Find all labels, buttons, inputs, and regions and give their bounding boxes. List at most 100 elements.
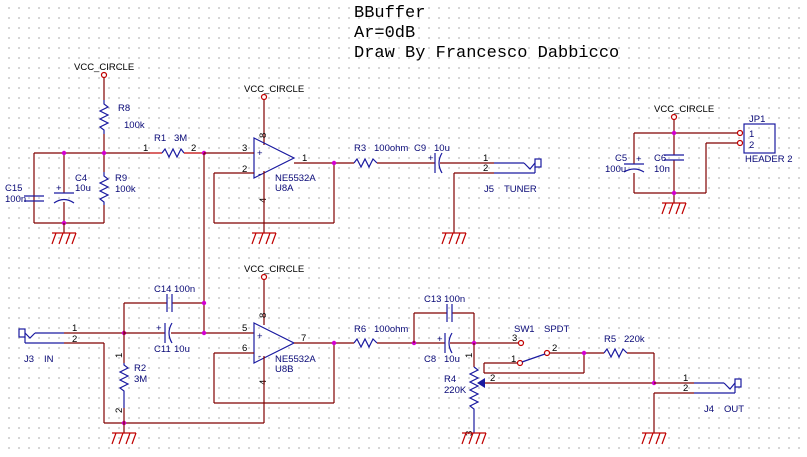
sw1-value: SPDT xyxy=(544,324,570,335)
c5-value: 100u xyxy=(605,164,626,175)
c8-value: 10u xyxy=(444,354,460,365)
capacitor-c13[interactable]: C13 100n xyxy=(424,294,465,322)
c14-ref: C14 xyxy=(154,284,171,295)
c11-ref: C11 xyxy=(154,344,171,355)
r8-value: 100k xyxy=(124,120,145,131)
c15-ref: C15 xyxy=(5,183,22,194)
resistor-r6[interactable]: R6 100ohm xyxy=(353,324,408,349)
capacitor-c11[interactable]: + C11 10u xyxy=(154,322,190,355)
junction-dot xyxy=(201,330,207,336)
header-body-icon xyxy=(743,123,776,154)
opamp-u8a[interactable]: + - NE5532A U8A 3 2 1 8 4 xyxy=(242,133,316,203)
resistor-r9[interactable]: R9 100k xyxy=(98,172,136,205)
resistor-r1[interactable]: R1 3M 1 2 xyxy=(143,133,204,159)
polarity-plus-icon: + xyxy=(437,334,443,345)
vcc-circle-icon xyxy=(100,71,108,79)
c13-ref: C13 xyxy=(424,294,441,305)
vcc-label: VCC_CIRCLE xyxy=(244,264,304,275)
resistor-zigzag-icon xyxy=(603,347,628,359)
r1-ref: R1 xyxy=(154,133,166,144)
vcc-port-u8b: VCC_CIRCLE xyxy=(244,264,304,281)
capacitor-c15[interactable]: C15 100n xyxy=(5,183,44,205)
opamp-u8b[interactable]: + - NE5532A U8B 5 6 7 8 4 xyxy=(242,313,316,385)
junction-dot xyxy=(201,300,207,306)
c13-value: 100n xyxy=(444,294,465,305)
potentiometer-r4[interactable]: R4 220K 1 2 3 xyxy=(444,353,495,436)
capacitor-c9[interactable]: + C9 10u xyxy=(414,143,450,174)
resistor-r3[interactable]: R3 100ohm xyxy=(353,143,408,169)
u8b-part: NE5532A xyxy=(275,354,316,365)
jp1-pin2: 2 xyxy=(749,140,754,151)
vcc-circle-icon xyxy=(670,113,678,121)
capacitor-c4[interactable]: + C4 10u xyxy=(53,173,91,204)
jack-sleeve-icon xyxy=(734,378,742,388)
u8a-pin-out: 1 xyxy=(302,153,307,164)
ground-icon xyxy=(461,432,487,445)
u8b-ref: U8B xyxy=(275,364,293,375)
r4-ref: R4 xyxy=(444,374,456,385)
r1-pin2: 2 xyxy=(191,143,196,154)
vcc-label: VCC_CIRCLE xyxy=(654,104,714,115)
vcc-port-u8a: VCC_CIRCLE xyxy=(244,84,304,101)
jp1-ref: JP1 xyxy=(749,114,765,125)
vcc-port-bias: VCC_CIRCLE xyxy=(74,62,134,79)
jack-j4[interactable]: 1 2 J4 OUT xyxy=(683,373,744,415)
r2-pin2: 2 xyxy=(114,408,125,413)
capacitor-c6[interactable]: C6 10n xyxy=(654,153,684,175)
resistor-zigzag-icon xyxy=(468,366,480,433)
c4-ref: C4 xyxy=(75,173,87,184)
title-line-1: BBuffer xyxy=(354,4,426,23)
j5-pin2: 2 xyxy=(483,163,488,174)
junction-dot xyxy=(61,150,67,156)
opamp-triangle-icon xyxy=(253,322,296,364)
r5-value: 220k xyxy=(624,334,645,345)
capacitor-c14[interactable]: C14 100n xyxy=(154,284,195,312)
u8a-ref: U8A xyxy=(275,183,294,194)
r3-value: 100ohm xyxy=(374,143,408,154)
c9-value: 10u xyxy=(434,143,450,154)
c9-ref: C9 xyxy=(414,143,426,154)
vcc-circle-icon xyxy=(260,273,268,281)
opamp-triangle-icon xyxy=(253,137,296,179)
polarity-plus-icon: + xyxy=(156,323,162,334)
u8a-pin-vcc: 8 xyxy=(258,133,269,138)
resistor-r5[interactable]: R5 220k xyxy=(603,334,645,359)
ground-icon xyxy=(641,432,667,445)
capacitor-c8[interactable]: + C8 10u xyxy=(424,332,460,365)
minus-input-icon: - xyxy=(258,351,261,362)
junction-dot xyxy=(671,190,677,196)
switch-contact-icon xyxy=(543,349,551,357)
c5-ref: C5 xyxy=(615,153,627,164)
resistor-zigzag-icon xyxy=(353,157,378,169)
c14-value: 100n xyxy=(174,284,195,295)
jack-j5[interactable]: 1 2 J5 TUNER xyxy=(483,153,542,195)
j4-pin2: 2 xyxy=(683,383,688,394)
switch-contact-icon xyxy=(516,359,524,367)
switch-contact-icon xyxy=(517,339,525,347)
c6-value: 10n xyxy=(654,164,670,175)
sw1-ref: SW1 xyxy=(514,324,535,335)
r2-value: 3M xyxy=(134,374,147,385)
resistor-r2[interactable]: R2 3M 1 2 xyxy=(114,353,147,413)
jack-j3[interactable]: 1 2 J3 IN xyxy=(18,323,77,365)
polarity-plus-icon: + xyxy=(428,153,434,164)
junction-dot xyxy=(331,340,337,346)
resistor-zigzag-icon xyxy=(98,172,110,205)
u8a-pin-plus: 3 xyxy=(242,143,247,154)
j4-pin1: 1 xyxy=(683,373,688,384)
j5-value: TUNER xyxy=(504,184,537,195)
sw1-pin3: 3 xyxy=(512,333,517,344)
switch-sw1[interactable]: SW1 SPDT 3 1 2 xyxy=(511,324,570,367)
resistor-r8[interactable]: R8 100k xyxy=(98,100,145,134)
jack-icon xyxy=(723,382,736,390)
j3-pin1: 1 xyxy=(72,323,77,334)
r6-value: 100ohm xyxy=(374,324,408,335)
pin-circle-icon xyxy=(736,139,744,147)
capacitor-c5[interactable]: + C5 100u xyxy=(605,153,645,175)
header-jp1[interactable]: JP1 1 2 HEADER 2 xyxy=(736,114,793,165)
u8b-pin-out: 7 xyxy=(301,333,306,344)
j4-ref: J4 xyxy=(704,404,714,415)
junction-dot xyxy=(331,160,337,166)
r9-value: 100k xyxy=(115,184,136,195)
